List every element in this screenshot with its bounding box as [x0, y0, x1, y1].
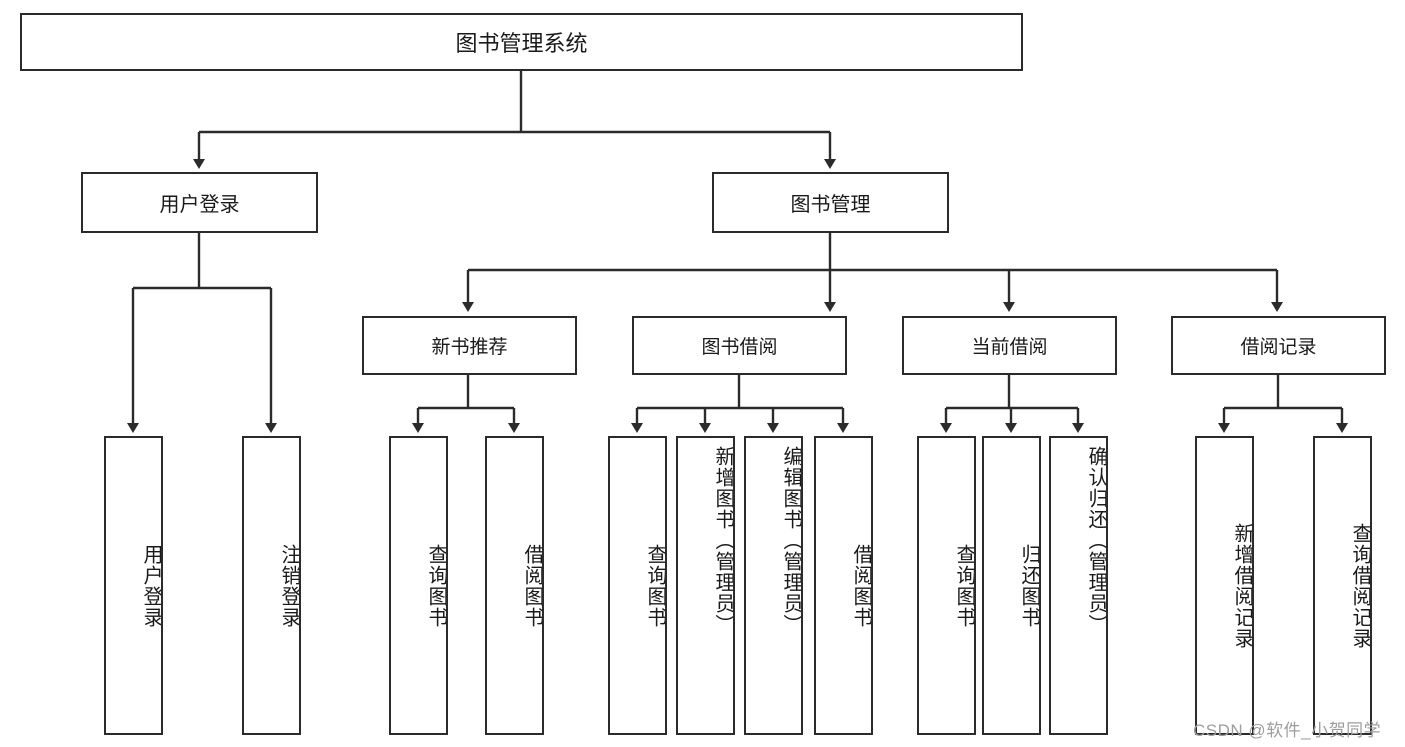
leaf-query-borrow-record-label: 查询借阅记录	[1349, 522, 1371, 649]
leaf-borrow-book-label: 借阅图书	[850, 543, 872, 628]
leaf-edit-book-admin[interactable]: 编辑图书（管理员）	[744, 436, 803, 735]
node-borrow-record[interactable]: 借阅记录	[1171, 316, 1386, 375]
leaf-confirm-return-admin[interactable]: 确认归还（管理员）	[1049, 436, 1108, 735]
leaf-user-login[interactable]: 用户登录	[104, 436, 163, 735]
node-current-borrow-label: 当前借阅	[971, 337, 1048, 358]
node-book-borrow[interactable]: 图书借阅	[632, 316, 847, 375]
node-new-book-recommend-label: 新书推荐	[431, 337, 508, 358]
leaf-add-borrow-record-label: 新增借阅记录	[1231, 522, 1253, 649]
leaf-return-book[interactable]: 归还图书	[982, 436, 1041, 735]
leaf-add-borrow-record[interactable]: 新增借阅记录	[1195, 436, 1254, 735]
leaf-borrow-book[interactable]: 借阅图书	[814, 436, 873, 735]
leaf-add-book-admin[interactable]: 新增图书（管理员）	[676, 436, 735, 735]
leaf-query-borrow-record[interactable]: 查询借阅记录	[1313, 436, 1372, 735]
leaf-query-book-borrow-label: 查询图书	[644, 543, 666, 628]
leaf-confirm-return-admin-label: 确认归还（管理员）	[1085, 446, 1107, 635]
node-current-borrow[interactable]: 当前借阅	[902, 316, 1117, 375]
node-book-management[interactable]: 图书管理	[712, 172, 949, 233]
leaf-add-book-admin-label: 新增图书（管理员）	[712, 446, 734, 635]
node-book-management-label: 图书管理	[790, 194, 871, 216]
leaf-borrow-book-recommend[interactable]: 借阅图书	[485, 436, 544, 735]
leaf-query-book-current[interactable]: 查询图书	[917, 436, 976, 735]
leaf-user-logout-label: 注销登录	[278, 543, 300, 628]
csdn-watermark: CSDN @软件_小贺同学	[1193, 721, 1382, 740]
node-book-borrow-label: 图书借阅	[701, 337, 778, 358]
node-root-label: 图书管理系统	[455, 31, 588, 56]
node-user-login-label: 用户登录	[159, 194, 240, 216]
leaf-user-logout[interactable]: 注销登录	[242, 436, 301, 735]
leaf-return-book-label: 归还图书	[1018, 543, 1040, 628]
node-root[interactable]: 图书管理系统	[20, 13, 1023, 71]
leaf-user-login-label: 用户登录	[140, 543, 162, 628]
leaf-query-book-recommend-label: 查询图书	[425, 543, 447, 628]
node-borrow-record-label: 借阅记录	[1240, 337, 1317, 358]
leaf-borrow-book-recommend-label: 借阅图书	[521, 543, 543, 628]
leaf-query-book-current-label: 查询图书	[953, 543, 975, 628]
node-user-login[interactable]: 用户登录	[81, 172, 318, 233]
leaf-query-book-recommend[interactable]: 查询图书	[389, 436, 448, 735]
leaf-query-book-borrow[interactable]: 查询图书	[608, 436, 667, 735]
leaf-edit-book-admin-label: 编辑图书（管理员）	[780, 446, 802, 635]
node-new-book-recommend[interactable]: 新书推荐	[362, 316, 577, 375]
